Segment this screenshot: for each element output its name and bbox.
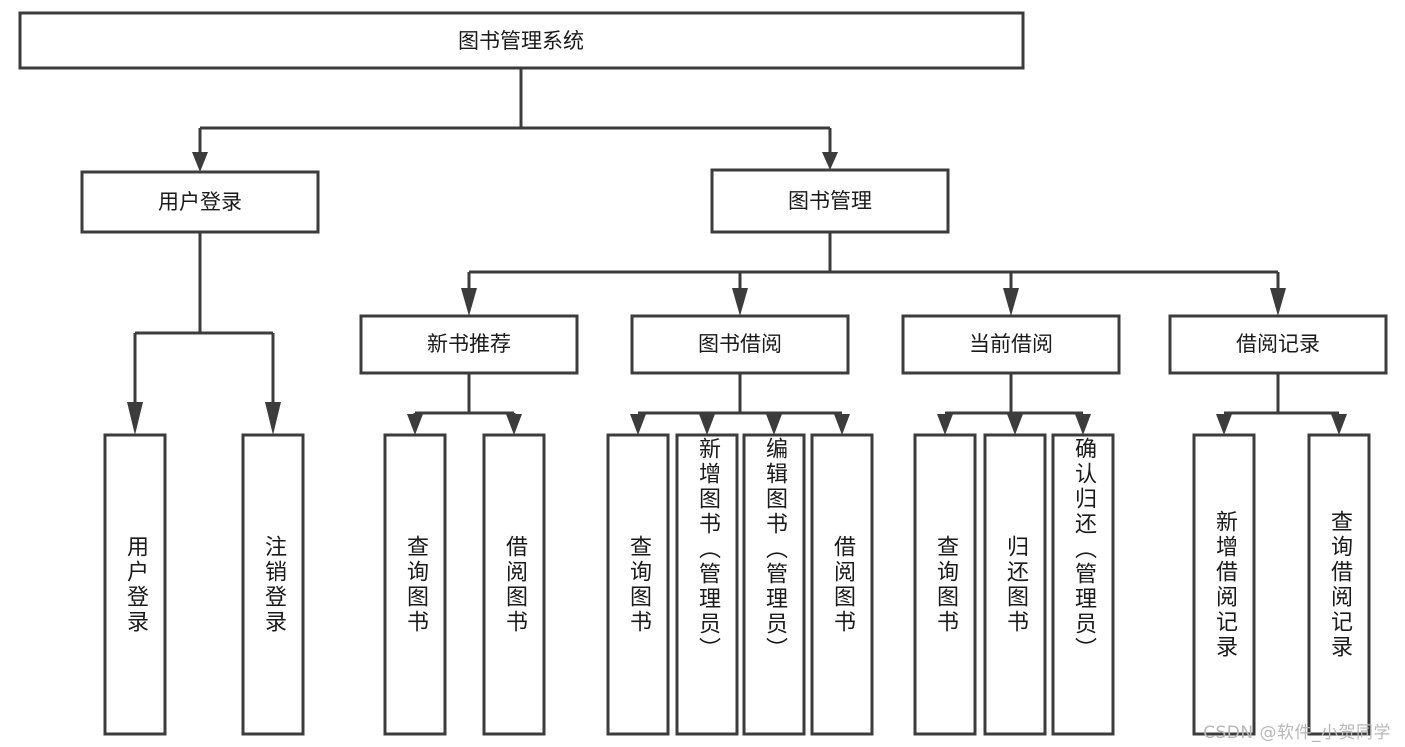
arrow-head-recommend-leaf-0 [407, 414, 423, 435]
arrow-head-user-login-leaf-1 [265, 402, 281, 435]
new-book-recommend-label: 新书推荐 [427, 332, 511, 356]
leaf-box-current-1[interactable] [983, 433, 1047, 736]
arrow-head-borrow-leaf-0 [630, 414, 646, 435]
user-login-label: 用户登录 [158, 190, 242, 214]
leaf-box-record-0[interactable] [1192, 433, 1256, 736]
arrow-head-book-mgmt [822, 152, 838, 170]
node-new-book-recommend[interactable]: 新书推荐 [359, 314, 579, 375]
root-box[interactable] [18, 11, 1025, 70]
leaf-box-user-login-1[interactable] [241, 433, 305, 736]
node-book-management[interactable]: 图书管理 [710, 168, 950, 234]
leaf-box-recommend-0[interactable] [383, 433, 447, 736]
node-borrow-record[interactable]: 借阅记录 [1168, 314, 1388, 375]
arrow-head-cat-0 [461, 288, 477, 316]
arrow-head-user-login [192, 152, 208, 172]
node-book-borrow[interactable]: 图书借阅 [630, 314, 850, 375]
arrow-head-recommend-leaf-1 [506, 414, 522, 435]
book-borrow-label: 图书借阅 [698, 332, 782, 356]
node-current-borrow[interactable]: 当前借阅 [901, 314, 1121, 375]
book-management-label: 图书管理 [788, 189, 872, 213]
leaf-box-borrow-3[interactable] [810, 433, 874, 736]
book-management-box[interactable] [710, 168, 950, 234]
watermark-text: CSDN @软件_小贺同学 [1203, 723, 1391, 743]
arrow-head-borrow-leaf-2 [766, 414, 782, 435]
arrow-head-cat-1 [732, 288, 748, 316]
new-book-recommend-box[interactable] [359, 314, 579, 375]
leaf-box-current-2[interactable] [1051, 433, 1115, 736]
arrow-head-cat-3 [1270, 288, 1286, 316]
book-borrow-box[interactable] [630, 314, 850, 375]
leaf-box-user-login-0[interactable] [103, 433, 167, 736]
leaf-box-borrow-1[interactable] [675, 433, 739, 736]
leaf-box-borrow-2[interactable] [742, 433, 806, 736]
leaf-box-recommend-1[interactable] [482, 433, 546, 736]
arrow-head-current-leaf-2 [1075, 414, 1091, 435]
node-root[interactable]: 图书管理系统 [18, 11, 1025, 70]
borrow-record-label: 借阅记录 [1236, 332, 1320, 356]
borrow-record-box[interactable] [1168, 314, 1388, 375]
leaf-box-borrow-0[interactable] [606, 433, 670, 736]
root-label: 图书管理系统 [458, 29, 584, 53]
leaf-box-record-1[interactable] [1307, 433, 1371, 736]
arrow-head-cat-2 [1003, 288, 1019, 316]
arrow-head-user-login-leaf-0 [127, 402, 143, 435]
arrow-head-current-leaf-0 [937, 414, 953, 435]
arrow-head-borrow-leaf-3 [834, 414, 850, 435]
current-borrow-box[interactable] [901, 314, 1121, 375]
arrow-head-borrow-leaf-1 [699, 414, 715, 435]
leaf-box-current-0[interactable] [913, 433, 977, 736]
current-borrow-label: 当前借阅 [969, 332, 1053, 356]
arrow-head-record-leaf-1 [1331, 414, 1347, 435]
arrow-head-current-leaf-1 [1007, 414, 1023, 435]
node-user-login[interactable]: 用户登录 [80, 170, 320, 234]
arrow-head-record-leaf-0 [1216, 414, 1232, 435]
